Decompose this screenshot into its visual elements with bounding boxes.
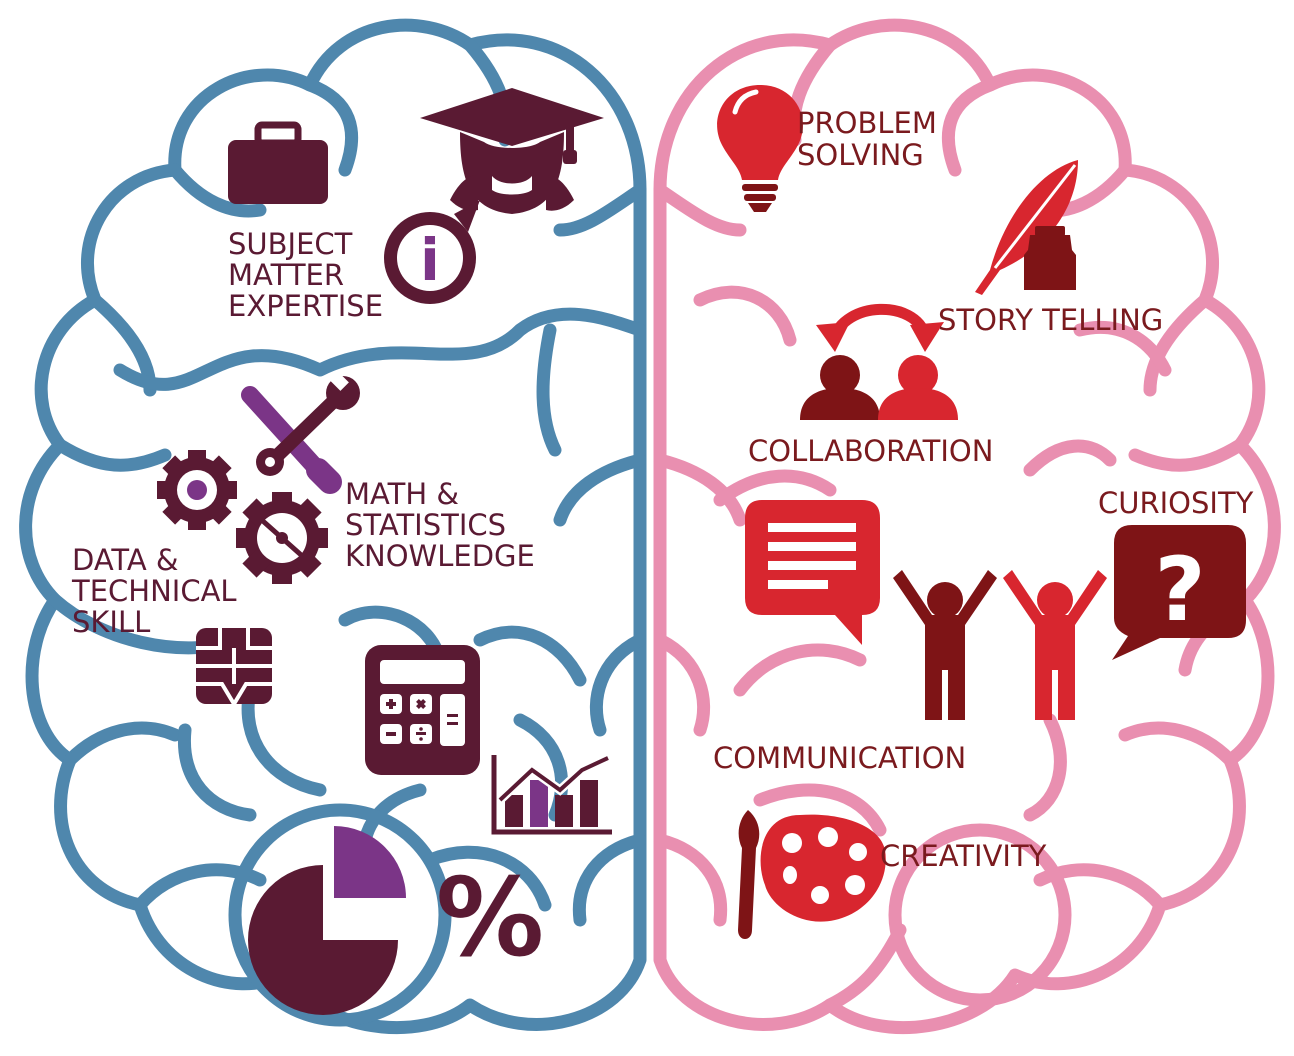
story-telling-label: STORY TELLING: [938, 303, 1163, 337]
gears-icon: [157, 450, 328, 584]
data-label-line1: DATA &: [72, 543, 179, 577]
graduate-icon: [420, 88, 604, 214]
right-labels: PROBLEM SOLVING STORY TELLING COLLABORAT…: [713, 106, 1254, 873]
data-label-line2: TECHNICAL: [71, 574, 237, 608]
tools-icon: [241, 371, 360, 494]
collaboration-icon: [800, 303, 958, 420]
data-label-line3: SKILL: [72, 605, 150, 639]
problem-label-line1: PROBLEM: [797, 106, 937, 140]
right-hemisphere-outline: [653, 18, 1281, 1035]
percent-icon: %: [436, 856, 544, 981]
bar-chart-icon: [491, 753, 612, 835]
quill-ink-icon: [975, 160, 1078, 295]
paintbrush-palette-icon: [738, 810, 886, 939]
problem-label-line2: SOLVING: [797, 138, 924, 172]
question-bubble-icon: ?: [1112, 525, 1246, 660]
math-label-line1: MATH &: [345, 477, 459, 511]
left-labels: SUBJECT MATTER EXPERTISE MATH & STATISTI…: [71, 227, 535, 639]
question-glyph: ?: [1154, 538, 1205, 641]
collaboration-label: COLLABORATION: [748, 434, 993, 468]
communication-label: COMMUNICATION: [713, 741, 966, 775]
speech-bubble-icon: [745, 500, 880, 645]
info-glyph: i: [420, 226, 440, 294]
curiosity-label: CURIOSITY: [1098, 486, 1254, 520]
briefcase-icon: [228, 121, 328, 204]
people-icon: [893, 570, 1107, 720]
info-bubble-icon: i: [384, 200, 480, 304]
left-hemisphere-outline: [19, 18, 647, 1035]
calculator-icon: [365, 645, 480, 775]
subject-label-line3: EXPERTISE: [228, 289, 383, 323]
math-label-line2: STATISTICS: [345, 508, 506, 542]
math-label-line3: KNOWLEDGE: [345, 539, 535, 573]
chip-icon: [196, 628, 272, 706]
subject-label-line2: MATTER: [228, 258, 344, 292]
pie-chart-icon: [248, 826, 406, 1015]
subject-label-line1: SUBJECT: [228, 227, 353, 261]
creativity-label: CREATIVITY: [880, 839, 1047, 873]
lightbulb-icon: [717, 85, 803, 212]
